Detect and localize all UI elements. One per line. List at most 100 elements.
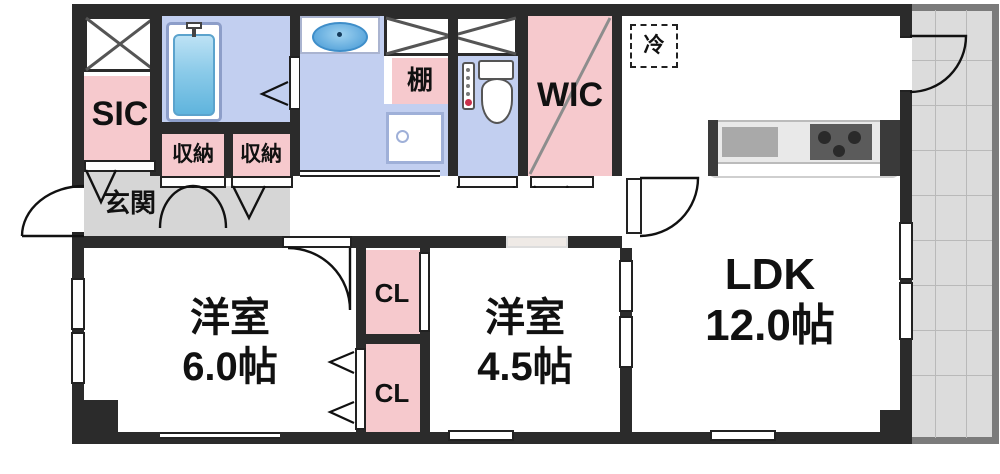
- closet-lower-sliding-arrow-bottom: [327, 400, 355, 424]
- stove-burner-icon: [818, 131, 831, 144]
- stove-burner-icon: [833, 145, 845, 157]
- closet-lower-sliding-arrow-top: [327, 350, 355, 374]
- washbasin-drain-icon: [337, 32, 342, 37]
- closet-lower-label: CL: [374, 378, 410, 409]
- toilet-bowl-icon: [481, 78, 513, 124]
- sic-door-swing: [84, 169, 118, 205]
- closet-lower-door-panel: [355, 348, 366, 430]
- sic-room: [84, 76, 156, 160]
- balcony-grid-line: [910, 105, 992, 106]
- bathtub-faucet-stem: [192, 28, 196, 37]
- storage-b-door-panel: [231, 176, 293, 188]
- toilet-control-dot: [466, 84, 470, 88]
- bathtub-icon: [173, 34, 215, 116]
- ldk-door-panel: [626, 178, 642, 234]
- kitchen-sink-icon: [722, 127, 778, 157]
- balcony-grid-line: [966, 10, 967, 438]
- balcony-grid-line: [910, 285, 992, 286]
- shelf-label: 棚: [406, 65, 433, 96]
- toilet-control-dot: [466, 68, 470, 72]
- balcony-grid-line: [910, 240, 992, 241]
- bedroom45-window-bottom: [448, 430, 514, 441]
- wic-door-panel: [530, 176, 594, 188]
- bedroom6-door-swing: [287, 246, 352, 311]
- toilet-tank-icon: [478, 60, 514, 80]
- ldk-window-bottom: [710, 430, 776, 441]
- bedroom45-window-right-lower: [619, 316, 633, 368]
- bath-wall-right-lower: [290, 110, 300, 176]
- balcony: [910, 10, 992, 438]
- bedroom45-floor: [430, 248, 620, 432]
- balcony-grid-line: [910, 195, 992, 196]
- bedroom6-area-label: 6.0帖: [182, 345, 278, 389]
- exterior-wall-top: [72, 4, 912, 16]
- corridor-wall-bottom: [84, 236, 624, 248]
- kitchen-counter-end-left: [708, 120, 718, 176]
- ldk-area-label: 12.0帖: [705, 300, 835, 350]
- closet-upper-room: [366, 250, 420, 334]
- storage-b-door-swing: [231, 185, 267, 221]
- exterior-wall-left: [72, 4, 84, 236]
- bedroom45-area-label: 4.5帖: [477, 345, 573, 389]
- bedroom6-floor: [84, 248, 356, 432]
- washroom-wall-right: [448, 16, 458, 176]
- ldk-floor: [622, 16, 900, 432]
- storage-a-double-door-swing: [158, 184, 228, 229]
- entrance-door-swing: [20, 184, 85, 238]
- wic-label: WIC: [536, 76, 604, 115]
- structural-column-bottom-left: [84, 400, 118, 434]
- bedroom6-door-panel: [282, 236, 352, 248]
- closet-lower-room: [366, 344, 420, 432]
- storage-a-room: [162, 134, 224, 176]
- toilet-door-panel: [458, 176, 518, 188]
- corridor-floor: [290, 188, 620, 236]
- ldk-window-right-upper: [899, 222, 913, 280]
- toilet-control-dot: [466, 92, 470, 96]
- storage-a-label: 収納: [172, 142, 214, 166]
- closet-rod-diagonal-icon: [528, 17, 612, 175]
- balcony-grid-line: [910, 375, 992, 376]
- bathroom-wall-bottom: [150, 122, 300, 134]
- washing-machine-drain-icon: [396, 130, 409, 143]
- toilet-control-dot: [466, 76, 470, 80]
- balcony-door-swing: [909, 34, 968, 94]
- closet-upper-label: CL: [374, 278, 410, 309]
- balcony-grid-line: [935, 10, 936, 438]
- shelf-area: [392, 58, 448, 104]
- sic-door-panel: [84, 160, 156, 172]
- toilet-flush-button-icon: [465, 99, 472, 106]
- bedroom45-window-right-upper: [619, 260, 633, 312]
- balcony-grid-line: [910, 60, 992, 61]
- pipe-shaft-x-icon: [85, 16, 155, 72]
- washbasin-bowl-icon: [312, 22, 368, 52]
- storage-b-label: 収納: [240, 142, 282, 166]
- wic-wall-right: [612, 16, 622, 176]
- bedroom45-name-label: 洋室: [485, 296, 565, 340]
- balcony-grid-line: [910, 330, 992, 331]
- fridge-placement-box: [630, 24, 678, 68]
- ldk-door-swing: [639, 176, 700, 238]
- bedroom6-window-lower: [71, 332, 85, 384]
- balcony-door-opening: [900, 36, 912, 92]
- kitchen-counter-end-right: [880, 120, 900, 176]
- bath-sliding-door-arrow: [259, 81, 289, 107]
- storage-b-room: [232, 134, 290, 176]
- storage-divider-wall: [224, 134, 233, 178]
- bedroom6-window-upper: [71, 278, 85, 330]
- closet-upper-door-panel: [419, 252, 430, 332]
- closet-divider-wall: [356, 334, 430, 344]
- bath-wall-right: [290, 16, 300, 56]
- stove-burner-icon: [848, 131, 861, 144]
- washing-machine-pan-icon: [386, 112, 444, 164]
- balcony-grid-line: [910, 150, 992, 151]
- ldk-label: LDK: [724, 249, 816, 299]
- ldk-window-right-lower: [899, 282, 913, 340]
- fridge-label: 冷: [643, 33, 665, 57]
- sic-wall-right: [150, 16, 162, 176]
- bedroom45-door-opening: [506, 236, 568, 248]
- toilet-wall-right: [518, 16, 528, 176]
- sic-label: SIC: [91, 95, 149, 134]
- washroom-window: [300, 170, 440, 177]
- bedroom6-name-label: 洋室: [190, 296, 270, 340]
